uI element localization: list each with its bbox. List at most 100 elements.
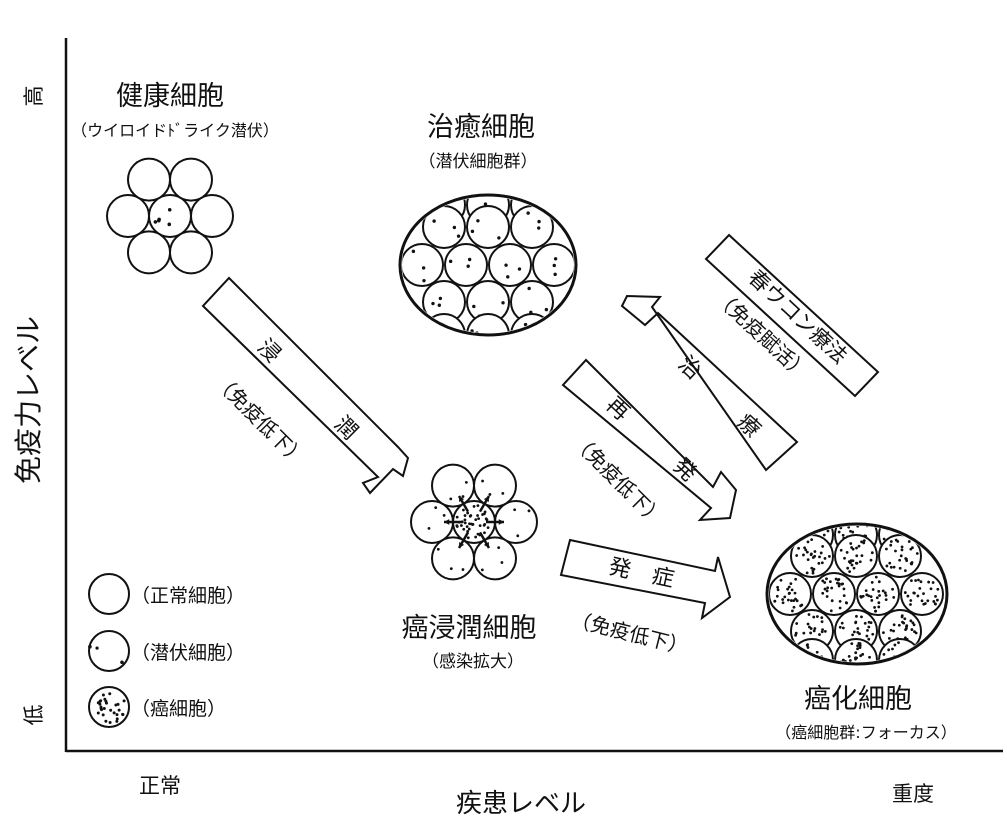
cell-dot xyxy=(924,602,927,605)
cell-dot xyxy=(455,524,458,527)
cell-dot xyxy=(916,552,919,555)
cell-dot xyxy=(443,514,446,517)
cell-dot xyxy=(439,297,442,300)
cell-dot xyxy=(904,628,907,631)
cell-dot xyxy=(867,594,870,597)
cell-dot xyxy=(462,568,465,571)
cell-dot xyxy=(932,600,935,603)
cell-dot xyxy=(438,304,441,307)
cell-dot xyxy=(807,558,810,561)
cell-dot xyxy=(901,519,904,522)
cell-dot xyxy=(99,699,102,702)
cell-dot xyxy=(810,567,813,570)
cell-dot xyxy=(858,545,861,548)
cell-dot xyxy=(821,620,824,623)
cell-dot xyxy=(864,519,867,522)
cell-dot xyxy=(542,345,545,348)
cell-dot xyxy=(824,630,827,633)
cell-dot xyxy=(901,614,904,617)
cell-dot xyxy=(527,287,530,290)
cell-dot xyxy=(422,279,425,282)
cell-dot xyxy=(899,567,902,570)
cell-dot xyxy=(889,544,892,547)
cell-dot xyxy=(916,595,919,598)
cell-dot xyxy=(808,613,811,616)
healing-cell-title: 治癒細胞 xyxy=(427,112,535,143)
cell-dot xyxy=(481,480,484,483)
cell-dot xyxy=(776,595,779,598)
cell-dot xyxy=(861,653,864,656)
cell-dot xyxy=(501,301,504,304)
cell-dot xyxy=(855,547,858,550)
cell xyxy=(107,195,149,237)
cell-dot xyxy=(109,721,112,724)
cell-dot xyxy=(855,554,858,557)
cell-dot xyxy=(893,673,896,676)
cell-dot xyxy=(887,648,890,651)
cell-dot xyxy=(103,698,106,701)
cell-dot xyxy=(865,589,868,592)
cell xyxy=(901,573,943,615)
cell-dot xyxy=(918,587,921,590)
cell-dot xyxy=(913,623,916,626)
cell-dot xyxy=(840,583,843,586)
cell xyxy=(170,159,212,201)
cell-dot xyxy=(497,546,500,549)
cell-dot xyxy=(95,646,98,649)
cell-dot xyxy=(467,536,470,539)
cell-dot xyxy=(798,531,801,534)
healthy-cell-title: 健康細胞 xyxy=(116,81,224,112)
cell-dot xyxy=(795,554,798,557)
cell-dot xyxy=(476,514,479,517)
cell-dot xyxy=(118,709,121,712)
cell-dot xyxy=(818,673,821,676)
cell-dot xyxy=(830,587,833,590)
cell-dot xyxy=(930,587,933,590)
cell-dot xyxy=(472,305,475,308)
cell-dot xyxy=(501,561,504,564)
cell-dot xyxy=(902,659,905,662)
cell xyxy=(432,465,474,507)
cell-dot xyxy=(818,633,821,636)
cell-dot xyxy=(835,578,838,581)
cell-dot xyxy=(840,549,843,552)
cell-dot xyxy=(773,600,776,603)
cell-dot xyxy=(802,527,805,530)
cell-dot xyxy=(776,586,779,589)
cell-dot xyxy=(816,661,819,664)
cell-dot xyxy=(892,596,895,599)
cell-dot xyxy=(891,674,894,677)
cell-dot xyxy=(902,667,905,670)
cell-dot xyxy=(782,601,785,604)
cell-dot xyxy=(901,621,904,624)
x-axis-right-label: 重度 xyxy=(892,782,934,806)
cell-dot xyxy=(516,534,519,537)
cell-dot xyxy=(788,592,791,595)
cell-dot xyxy=(884,591,887,594)
cell-dot xyxy=(781,598,784,601)
onset-arrow-note: （免疫低下） xyxy=(569,607,691,659)
cell-dot xyxy=(825,577,828,580)
cell-dot xyxy=(799,604,802,607)
cell-dot xyxy=(866,635,869,638)
cell-dot xyxy=(537,226,540,229)
cell-dot xyxy=(843,594,846,597)
cell-dot xyxy=(812,662,815,665)
cell-dot xyxy=(914,530,917,533)
cell-dot xyxy=(914,535,917,538)
cell-dot xyxy=(811,517,814,520)
cell-dot xyxy=(488,493,491,496)
cell-dot xyxy=(936,588,939,591)
cell-dot xyxy=(810,666,813,669)
cell-dot xyxy=(806,551,809,554)
cell-dot xyxy=(497,236,500,239)
cell-dot xyxy=(545,308,548,311)
cell-dot xyxy=(911,664,914,667)
cell-dot xyxy=(798,650,801,653)
cell xyxy=(813,573,855,615)
cell xyxy=(149,195,191,237)
cell-dot xyxy=(810,538,813,541)
cell-dot xyxy=(466,512,469,515)
cell-dot xyxy=(829,580,832,583)
